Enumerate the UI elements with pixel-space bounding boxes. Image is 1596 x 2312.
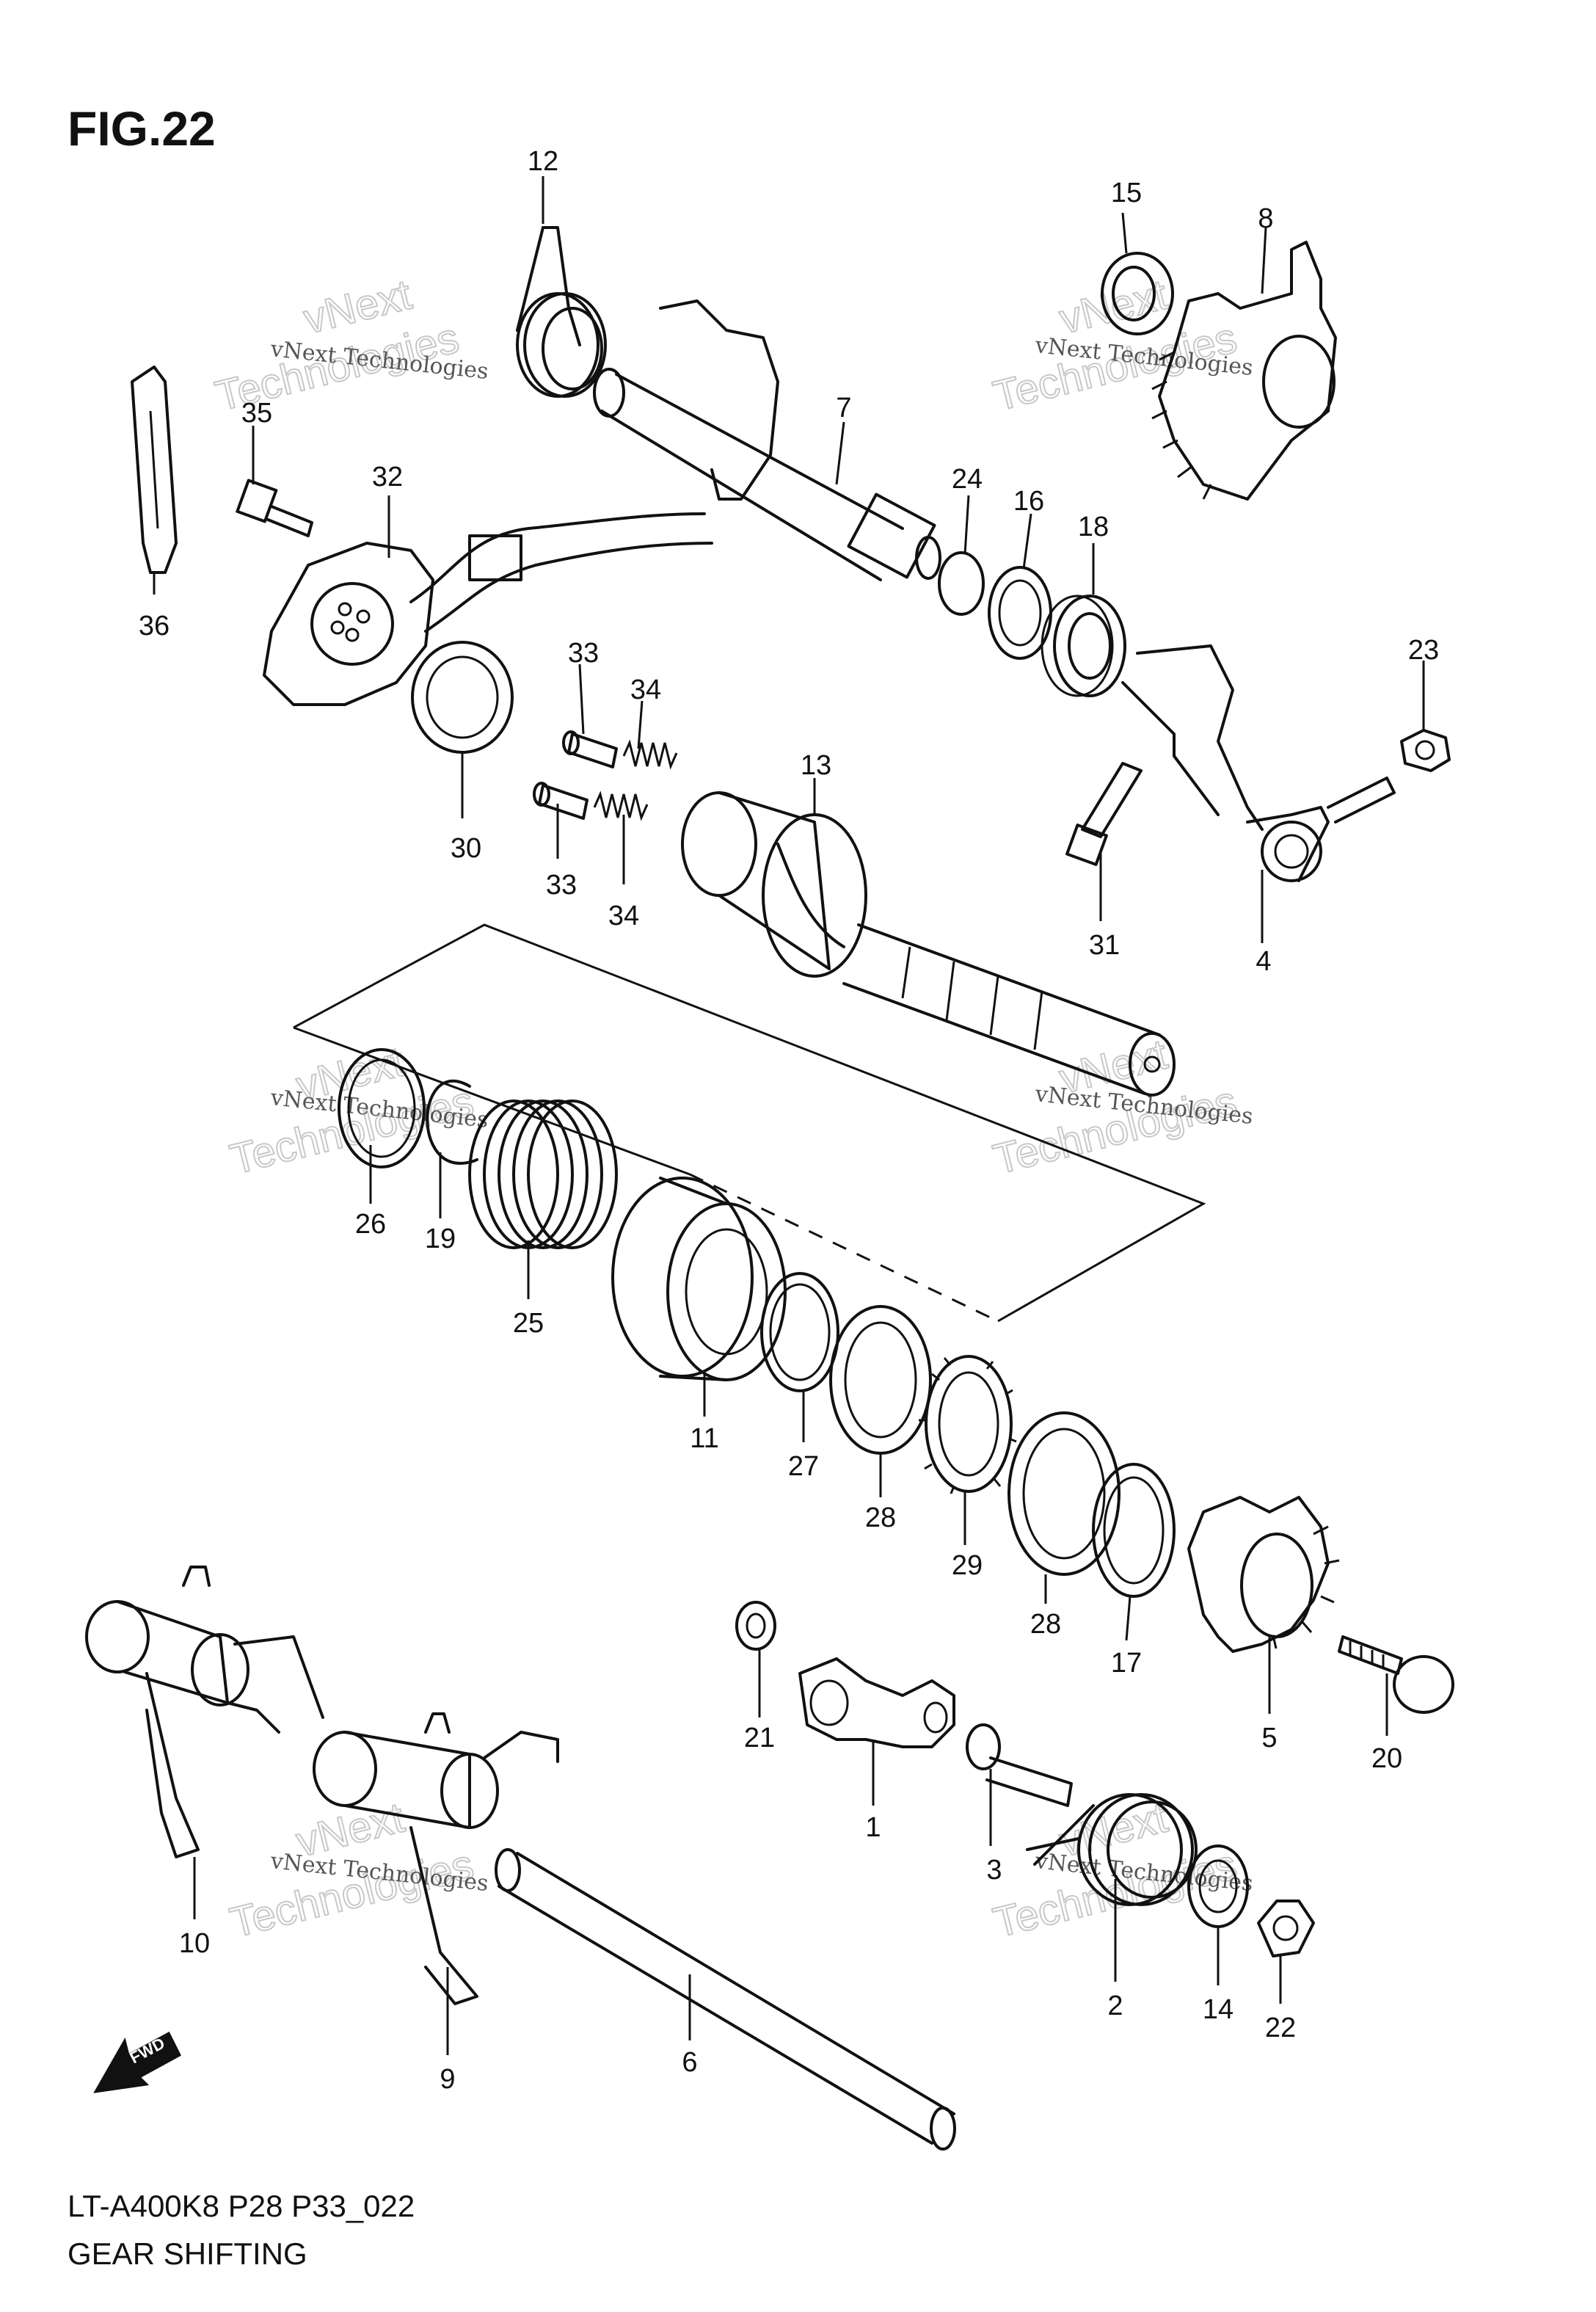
callout-label: 10 — [179, 1928, 210, 1959]
callout-label: 1 — [865, 1812, 881, 1843]
part-30-washer — [411, 641, 514, 754]
callout-label: 18 — [1078, 512, 1109, 542]
part-34-spring-upper — [622, 739, 678, 770]
part-8-shift-arm — [1151, 241, 1337, 501]
part-10-shift-fork — [85, 1566, 324, 1858]
part-25-return-spring — [468, 1099, 618, 1249]
part-33-pin-lower — [533, 782, 589, 820]
part-23-nut — [1400, 729, 1451, 772]
callout-label: 8 — [1258, 203, 1273, 234]
callout-label: 30 — [451, 833, 481, 864]
callout-label: 3 — [986, 1855, 1002, 1886]
callout-label: 14 — [1203, 1994, 1234, 2025]
watermark-middle-right: vNext Technologies vNext Technologies — [988, 1030, 1254, 1185]
callout-label: 31 — [1089, 930, 1120, 961]
part-24-circlip — [938, 551, 985, 616]
part-33-pin-upper — [562, 730, 618, 768]
callout-label: 17 — [1111, 1648, 1142, 1679]
callout-label: 19 — [425, 1224, 456, 1254]
callout-label: 27 — [788, 1451, 819, 1482]
callout-label: 12 — [528, 146, 558, 177]
callout-label: 29 — [952, 1550, 983, 1581]
callout-label: 20 — [1371, 1743, 1402, 1774]
part-28-washer-b — [1007, 1411, 1121, 1576]
part-21-washer — [735, 1601, 776, 1651]
part-31-bolt — [1065, 762, 1143, 866]
part-22-nut — [1257, 1900, 1315, 1957]
part-12-spring — [516, 226, 607, 398]
part-4-shift-lever — [1121, 644, 1396, 882]
callout-label: 16 — [1013, 486, 1044, 517]
part-18-oil-seal — [1041, 595, 1126, 697]
callout-label: 7 — [836, 393, 851, 423]
part-17-washer — [1092, 1463, 1176, 1598]
callout-label: 13 — [801, 750, 831, 781]
callout-label: 22 — [1265, 2013, 1296, 2043]
part-26-circlip — [338, 1048, 426, 1168]
callout-label: 26 — [355, 1209, 386, 1240]
part-2-stopper-spring — [1026, 1793, 1198, 1906]
part-28-washer-a — [829, 1305, 932, 1455]
part-20-bolt — [1338, 1635, 1454, 1714]
callout-label: 24 — [952, 464, 983, 495]
footer-caption: GEAR SHIFTING — [68, 2236, 307, 2271]
part-27-circlip — [760, 1272, 839, 1392]
part-11-cam-driven — [611, 1177, 787, 1381]
callout-label: 32 — [372, 462, 403, 492]
part-1-cam-stopper — [798, 1657, 955, 1748]
assembly-bracket — [293, 923, 1206, 1323]
callout-label: 25 — [513, 1308, 544, 1339]
part-7-shift-shaft — [593, 299, 941, 581]
callout-label: 33 — [546, 870, 577, 901]
fwd-arrow-icon: FWD — [93, 2031, 181, 2093]
callout-label: 23 — [1408, 635, 1439, 666]
part-36-clamp — [131, 366, 178, 574]
callout-label: 6 — [682, 2047, 697, 2078]
part-6-fork-shaft — [495, 1848, 956, 2151]
callout-label: 15 — [1111, 178, 1142, 208]
callout-label: 9 — [440, 2064, 455, 2095]
callout-label: 28 — [865, 1502, 896, 1533]
callout-label: 34 — [608, 901, 639, 931]
callout-label: 34 — [630, 675, 661, 705]
callout-label: 36 — [139, 611, 170, 641]
footer-model-code: LT-A400K8 P28 P33_022 — [68, 2189, 415, 2223]
part-9-shift-fork — [313, 1712, 559, 2005]
callout-label: 2 — [1107, 1991, 1123, 2021]
callout-label: 4 — [1256, 946, 1271, 977]
callout-label: 35 — [241, 398, 272, 429]
callouts: 12 15 8 35 32 7 24 16 18 36 33 34 23 30 … — [139, 146, 1439, 2095]
leader-lines — [153, 176, 1425, 2055]
callout-label: 33 — [568, 638, 599, 669]
part-32-position-sensor — [263, 512, 713, 706]
part-35-bolt — [236, 479, 313, 537]
figure-title: FIG.22 — [68, 101, 216, 156]
part-5-gear-plate — [1187, 1496, 1340, 1653]
part-29-lock-washer — [919, 1355, 1017, 1494]
callout-label: 21 — [744, 1723, 775, 1753]
callout-label: 11 — [690, 1423, 718, 1454]
part-15-bush — [1101, 252, 1174, 335]
part-3-stopper-bolt — [966, 1723, 1073, 1807]
callout-label: 5 — [1261, 1723, 1277, 1753]
part-19-ring — [426, 1079, 478, 1165]
callout-label: 28 — [1030, 1609, 1061, 1640]
part-34-spring-lower — [593, 790, 649, 821]
part-13-shift-cam — [681, 791, 1176, 1097]
